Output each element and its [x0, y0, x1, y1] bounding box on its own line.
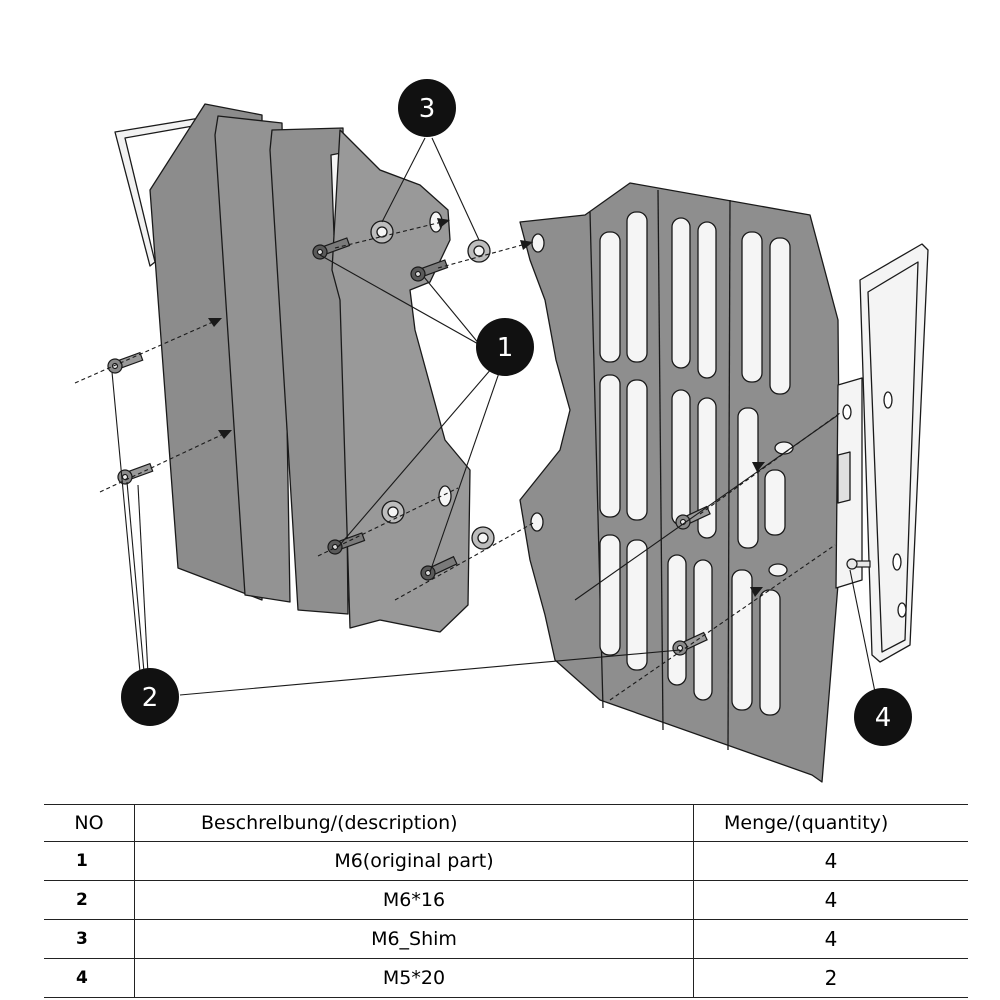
row-description: M6_Shim — [134, 919, 694, 959]
left-guard-fin-2 — [214, 115, 291, 603]
bolt-icon — [312, 237, 351, 260]
callout-1: 1 — [476, 318, 534, 376]
row-no: 3 — [44, 919, 135, 959]
guard-vent-slots — [599, 211, 791, 716]
left-radiator-guard — [114, 103, 471, 633]
washer-icon — [381, 500, 405, 524]
right-mounting-bracket — [835, 243, 929, 663]
table-header-row: NO Beschrelbung/(description) Menge/(qua… — [44, 804, 968, 842]
bolt-icon — [846, 558, 871, 570]
guard-mount-hole — [774, 441, 794, 455]
svg-text:4: 4 — [875, 703, 892, 733]
header-quantity: Menge/(quantity) — [693, 804, 968, 842]
bolt-icon — [410, 259, 449, 282]
bracket-hole — [892, 553, 902, 571]
guard-rib — [657, 189, 664, 731]
table-row: 2 M6*16 4 — [44, 880, 968, 920]
right-radiator-guard — [519, 182, 841, 783]
guard-mount-hole — [530, 512, 544, 532]
row-quantity: 2 — [693, 958, 968, 998]
svg-text:1: 1 — [497, 333, 514, 363]
assembly-arrows — [208, 218, 765, 597]
svg-text:3: 3 — [419, 94, 436, 124]
svg-text:2: 2 — [142, 683, 159, 713]
guard-mount-hole — [768, 563, 788, 577]
row-quantity: 4 — [693, 919, 968, 959]
guard-rib — [727, 199, 731, 751]
callout-4: 4 — [854, 688, 912, 746]
bracket-hole — [897, 602, 907, 618]
header-description: Beschrelbung/(description) — [134, 804, 694, 842]
assembly-dashed-lines — [74, 219, 841, 701]
table-row: 4 M5*20 2 — [44, 958, 968, 998]
washer-icon — [467, 239, 491, 263]
left-guard-front-plate — [331, 129, 471, 633]
bracket-inner-edge — [867, 261, 919, 653]
plate-hole — [438, 485, 452, 507]
table-row: 1 M6(original part) 4 — [44, 841, 968, 881]
header-no: NO — [44, 804, 135, 842]
bolt-icon — [672, 631, 708, 656]
row-quantity: 4 — [693, 880, 968, 920]
callout-2: 2 — [121, 668, 179, 726]
row-description: M6(original part) — [134, 841, 694, 881]
bracket-slot — [837, 451, 851, 504]
leader-lines — [111, 137, 876, 696]
bolts — [107, 237, 871, 656]
row-no: 1 — [44, 841, 135, 881]
washer-icon — [370, 220, 394, 244]
guard-mount-hole — [531, 233, 545, 253]
washer-icon — [471, 526, 495, 550]
row-description: M6*16 — [134, 880, 694, 920]
bracket-hole — [842, 404, 852, 420]
bracket-hole — [883, 391, 893, 409]
row-no: 4 — [44, 958, 135, 998]
exploded-assembly-diagram: 1 2 3 4 — [74, 79, 929, 783]
row-quantity: 4 — [693, 841, 968, 881]
washers — [370, 220, 495, 550]
row-no: 2 — [44, 880, 135, 920]
parts-table: NO Beschrelbung/(description) Menge/(qua… — [44, 804, 968, 998]
bolt-icon — [107, 351, 144, 374]
row-description: M5*20 — [134, 958, 694, 998]
table-row: 3 M6_Shim 4 — [44, 919, 968, 959]
callout-3: 3 — [398, 79, 456, 137]
bolt-icon — [420, 555, 458, 581]
bracket-body — [859, 243, 929, 663]
